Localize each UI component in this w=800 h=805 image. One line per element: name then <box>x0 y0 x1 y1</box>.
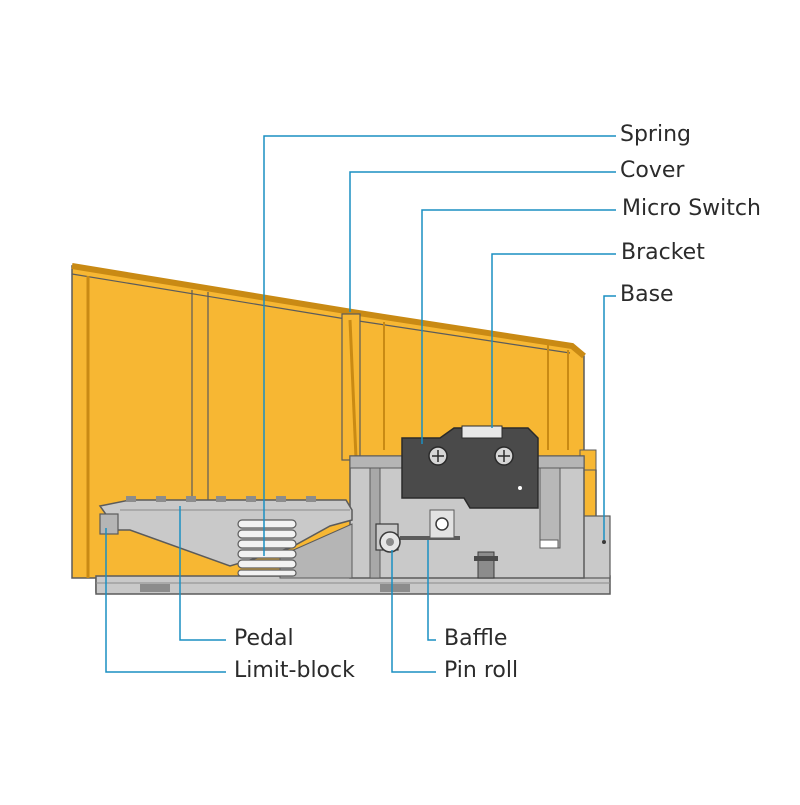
spring <box>237 519 297 577</box>
label-limit-block: Limit-block <box>234 658 355 683</box>
label-pin-roll: Pin roll <box>444 658 519 683</box>
cover-leader <box>349 171 616 312</box>
pedal <box>98 496 353 579</box>
cover-top-edge <box>71 263 586 359</box>
label-pedal: Pedal <box>234 626 294 651</box>
spring-leader <box>263 135 616 556</box>
pin-roll-leader <box>391 550 436 673</box>
micro-switch-leader <box>421 209 616 444</box>
label-base: Base <box>620 282 674 307</box>
baffle-leader <box>427 540 436 641</box>
leader-lines <box>105 135 616 673</box>
label-cover: Cover <box>620 158 685 183</box>
label-bracket: Bracket <box>621 240 705 265</box>
label-spring: Spring <box>620 122 691 147</box>
base-leader <box>603 295 616 540</box>
pin-roll <box>375 523 401 553</box>
limit-block-leader <box>105 528 226 673</box>
label-baffle: Baffle <box>444 626 508 651</box>
micro-switch <box>401 425 539 509</box>
label-micro-switch: Micro Switch <box>622 196 761 221</box>
bracket-leader <box>491 253 616 428</box>
pedal-leader <box>179 506 226 641</box>
